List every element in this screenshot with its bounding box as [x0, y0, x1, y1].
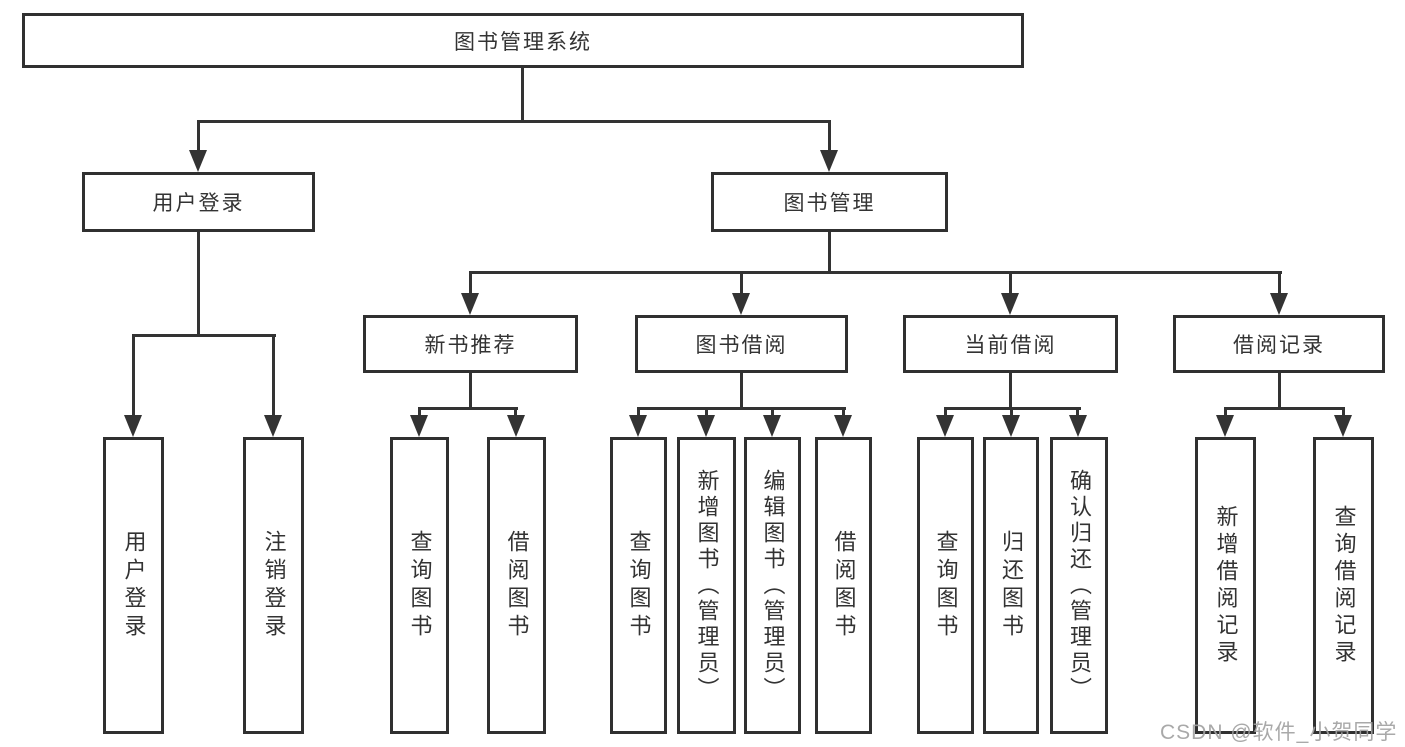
connector-records-bus [1224, 407, 1345, 410]
connector-bookmgmt-stem [828, 232, 831, 274]
leaf-query-books: 查询图书 [390, 437, 449, 734]
arrowhead-icon [124, 415, 142, 437]
leaf-label: 借阅图书 [831, 529, 857, 642]
connector-drop [944, 407, 947, 417]
node-label: 图书管理 [783, 192, 876, 215]
node-library-management-system: 图书管理系统 [22, 13, 1024, 68]
arrowhead-icon [629, 415, 647, 437]
connector-bookmgmt-bus [469, 271, 1282, 274]
node-label: 用户登录 [152, 192, 245, 215]
csdn-watermark: CSDN @软件_小贺同学 [1160, 721, 1398, 744]
connector-drop [842, 407, 845, 417]
leaf-query-borrow-record: 查询借阅记录 [1313, 437, 1374, 734]
leaf-label: 编辑图书（管理员） [760, 468, 786, 703]
leaf-add-borrow-record: 新增借阅记录 [1195, 437, 1256, 734]
connector-drop [418, 407, 421, 417]
arrowhead-icon [936, 415, 954, 437]
node-label: 新书推荐 [424, 334, 517, 357]
connector-userlogin-bus [132, 334, 276, 337]
node-book-management: 图书管理 [711, 172, 948, 232]
leaf-label: 注销登录 [261, 529, 287, 642]
arrowhead-icon [410, 415, 428, 437]
node-label: 图书借阅 [695, 334, 788, 357]
leaf-return-books: 归还图书 [983, 437, 1039, 734]
leaf-label: 新增借阅记录 [1213, 504, 1239, 667]
connector-drop [637, 407, 640, 417]
leaf-confirm-return-admin: 确认归还（管理员） [1050, 437, 1108, 734]
node-current-borrowing: 当前借阅 [903, 315, 1118, 373]
node-label: 当前借阅 [964, 334, 1057, 357]
arrowhead-icon [264, 415, 282, 437]
connector-drop [1224, 407, 1227, 417]
leaf-label: 归还图书 [999, 529, 1024, 642]
arrowhead-icon [1069, 415, 1087, 437]
connector-drop [132, 334, 135, 417]
connector-current-stem [1009, 373, 1012, 410]
connector-borrowing-bus [637, 407, 846, 410]
connector-drop [514, 407, 517, 417]
connector-drop-user-login [197, 120, 200, 152]
arrowhead-icon [1270, 293, 1288, 315]
arrowhead-icon [189, 150, 207, 172]
arrowhead-icon [461, 293, 479, 315]
arrowhead-icon [1002, 415, 1020, 437]
connector-drop [272, 334, 275, 417]
leaf-user-login: 用户登录 [103, 437, 164, 734]
connector-drop-book-management [828, 120, 831, 152]
connector-drop [1010, 407, 1013, 417]
leaf-edit-book-admin: 编辑图书（管理员） [744, 437, 801, 734]
leaf-add-book-admin: 新增图书（管理员） [677, 437, 736, 734]
leaf-query-books-3: 查询图书 [917, 437, 974, 734]
connector-newbook-bus [418, 407, 518, 410]
node-user-login: 用户登录 [82, 172, 315, 232]
connector-drop [740, 271, 743, 295]
arrowhead-icon [697, 415, 715, 437]
leaf-query-books-2: 查询图书 [610, 437, 667, 734]
arrowhead-icon [507, 415, 525, 437]
leaf-label: 确认归还（管理员） [1067, 468, 1092, 703]
node-book-borrowing: 图书借阅 [635, 315, 848, 373]
connector-drop [771, 407, 774, 417]
connector-drop [469, 271, 472, 295]
arrowhead-icon [763, 415, 781, 437]
leaf-logout: 注销登录 [243, 437, 304, 734]
connector-drop [1278, 271, 1281, 295]
arrowhead-icon [1001, 293, 1019, 315]
node-label: 借阅记录 [1233, 334, 1325, 357]
connector-drop [1009, 271, 1012, 295]
leaf-label: 查询图书 [626, 529, 652, 642]
leaf-label: 查询图书 [407, 529, 433, 642]
leaf-borrow-books-2: 借阅图书 [815, 437, 872, 734]
connector-drop [1342, 407, 1345, 417]
arrowhead-icon [820, 150, 838, 172]
node-new-book-recommendation: 新书推荐 [363, 315, 578, 373]
arrowhead-icon [1216, 415, 1234, 437]
connector-borrowing-stem [740, 373, 743, 410]
connector-drop [1076, 407, 1079, 417]
arrowhead-icon [834, 415, 852, 437]
leaf-label: 新增图书（管理员） [694, 468, 720, 703]
leaf-label: 借阅图书 [504, 529, 530, 642]
leaf-label: 查询图书 [933, 529, 959, 642]
arrowhead-icon [1334, 415, 1352, 437]
connector-userlogin-stem [197, 232, 200, 335]
leaf-label: 查询借阅记录 [1331, 504, 1357, 667]
connector-drop [705, 407, 708, 417]
arrowhead-icon [732, 293, 750, 315]
node-borrowing-records: 借阅记录 [1173, 315, 1385, 373]
connector-root-bus [197, 120, 831, 123]
leaf-borrow-books: 借阅图书 [487, 437, 546, 734]
connector-root-stem [521, 68, 524, 120]
connector-records-stem [1278, 373, 1281, 410]
connector-newbook-stem [469, 373, 472, 410]
node-label: 图书管理系统 [454, 30, 592, 54]
leaf-label: 用户登录 [121, 529, 147, 642]
